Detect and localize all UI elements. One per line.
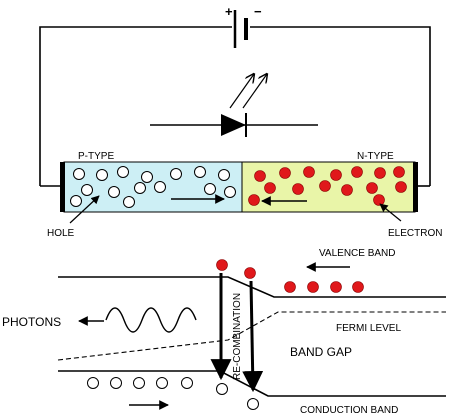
band-electrons xyxy=(216,259,364,293)
light-emission-arrows xyxy=(229,74,267,109)
photon-wave-icon xyxy=(105,307,197,333)
band-gap-label: BAND GAP xyxy=(290,345,352,359)
fermi-level-label: FERMI LEVEL xyxy=(336,323,401,334)
electron-pointer-arrow xyxy=(379,203,402,222)
p-type-label: P-TYPE xyxy=(78,151,114,162)
hole-label: HOLE xyxy=(47,228,75,239)
battery-symbol xyxy=(233,10,248,48)
electron-label: ELECTRON xyxy=(388,228,442,239)
recombination-label: RE-COMBINATION xyxy=(232,293,243,380)
battery-plus-sign: + xyxy=(225,4,233,19)
band-holes xyxy=(87,377,259,410)
conduction-band-label: CONDUCTION BAND xyxy=(300,405,398,416)
battery-minus-sign: − xyxy=(254,4,262,19)
n-type-label: N-TYPE xyxy=(357,151,394,162)
hole-pointer-arrow xyxy=(69,195,100,224)
photons-label: PHOTONS xyxy=(2,315,61,329)
recombination-arrow-2 xyxy=(242,280,264,393)
electrons-n-region xyxy=(248,166,407,206)
valence-band-label: VALENCE BAND xyxy=(319,248,396,259)
p-contact xyxy=(60,162,65,212)
fermi-level-line xyxy=(57,311,446,361)
led-symbol xyxy=(150,113,318,137)
holes-p-region xyxy=(70,166,236,208)
circuit-wires xyxy=(39,26,431,186)
n-contact xyxy=(413,162,418,212)
